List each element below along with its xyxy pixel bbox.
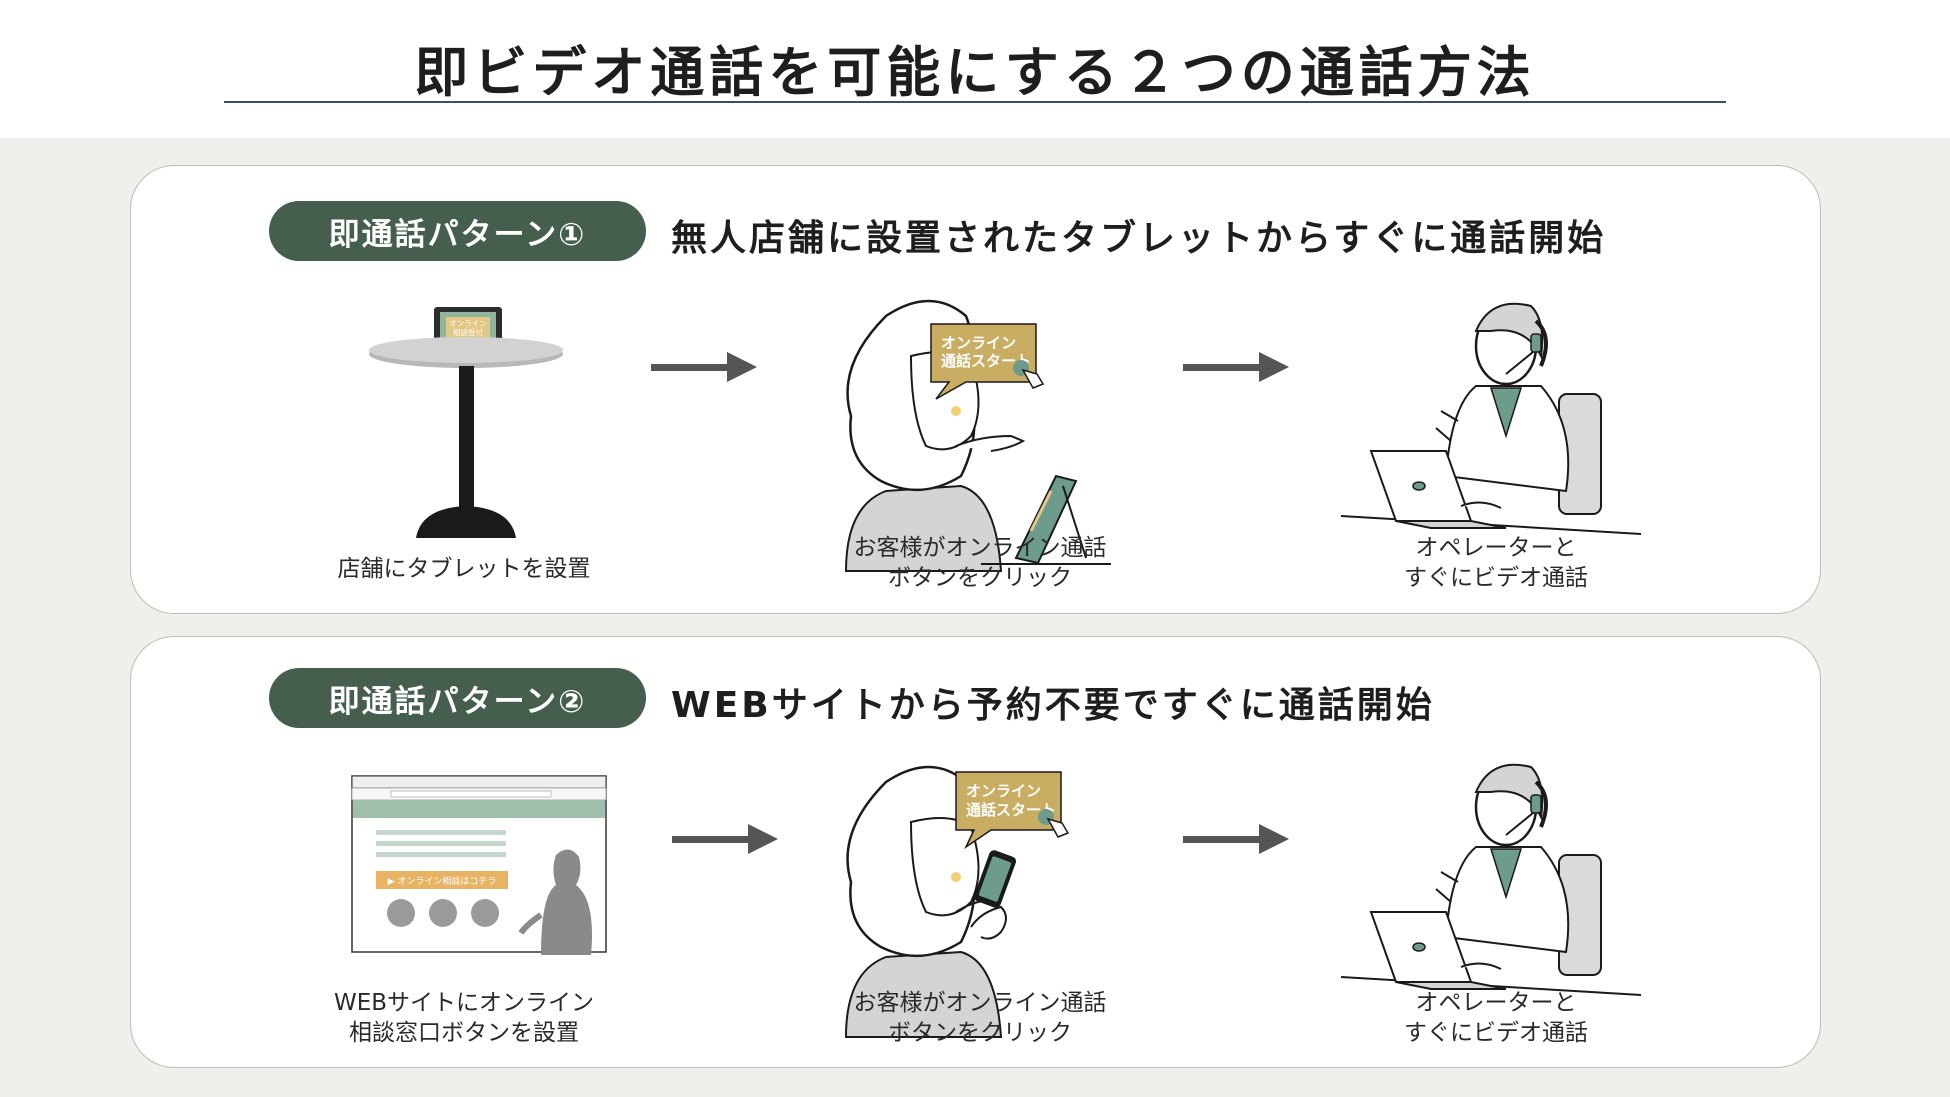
- menu-circle-3: [471, 899, 499, 927]
- customer-body: [844, 950, 1003, 1038]
- menu-circle-2: [429, 899, 457, 927]
- laptop-keyboard: [1395, 520, 1507, 529]
- flow-arrow-4: [1183, 824, 1289, 854]
- operator-shirt: [1489, 848, 1523, 900]
- pointer-hand-icon: [1046, 817, 1070, 838]
- pattern-1-step-1-caption: 店舗にタブレットを設置: [337, 556, 591, 582]
- pattern-1-headline: 無人店舗に設置されたタブレットからすぐに通話開始: [671, 218, 1607, 259]
- laptop-logo: [1412, 942, 1426, 952]
- tablet-button: [446, 317, 490, 339]
- site-header-bar: [353, 800, 605, 818]
- laptop-keyboard: [1395, 981, 1507, 990]
- operator-jacket: [1444, 385, 1570, 493]
- website-mockup-illustration: ▶ オンライン相談はコチラ: [351, 775, 607, 955]
- operator-jacket: [1444, 846, 1570, 954]
- table-leg: [459, 366, 474, 511]
- staff-silhouette: [541, 849, 592, 955]
- headset-icon: [1534, 780, 1548, 828]
- consultation-button[interactable]: [376, 871, 508, 889]
- stand-tablet: [1014, 474, 1078, 565]
- customer-hand: [970, 905, 1007, 940]
- pattern-1-step-3-caption: オペレーターと すぐにビデオ通話: [1404, 535, 1588, 591]
- title-underline: [224, 101, 1726, 103]
- bubble-text-1: オンライン: [966, 782, 1041, 800]
- customer-body: [844, 484, 1003, 572]
- pointer-hand-icon: [1021, 368, 1045, 389]
- customer-cheek: [951, 406, 961, 416]
- bubble-text-2: 通話スタート: [941, 352, 1031, 370]
- headset-icon: [1534, 319, 1548, 367]
- pattern-2-headline: WEBサイトから予約不要ですぐに通話開始: [671, 685, 1435, 726]
- operator-shirt: [1489, 387, 1523, 439]
- flow-arrow-1: [651, 352, 757, 382]
- table-top-surface: [369, 337, 563, 363]
- pattern-2-step-3-caption: オペレーターと すぐにビデオ通話: [1404, 990, 1588, 1046]
- operator-hands: [1460, 501, 1502, 509]
- speech-bubble: [930, 323, 1037, 400]
- tablet-stand: [1062, 485, 1087, 559]
- speech-bubble: [955, 771, 1062, 850]
- browser-title-bar: [351, 775, 607, 789]
- laptop-logo: [1412, 481, 1426, 491]
- consultation-button-label: ▶ オンライン相談はコチラ: [388, 875, 497, 887]
- flow-arrow-3: [672, 824, 778, 854]
- pattern-2-step-1-caption: WEBサイトにオンライン 相談窓口ボタンを設置: [333, 990, 595, 1046]
- customer-cheek: [951, 872, 961, 882]
- customer-face: [909, 817, 980, 917]
- pattern-1-label: 即通話パターン①: [269, 201, 646, 261]
- operator-video-call-illustration: [1341, 302, 1641, 535]
- bubble-text-2: 通話スタート: [966, 801, 1056, 819]
- flow-arrow-2: [1183, 352, 1289, 382]
- tablet-screen-text-1: オンライン: [449, 319, 487, 328]
- table-base: [416, 506, 516, 538]
- customer-clicking-tablet-illustration: オンライン 通話スタート: [844, 299, 1111, 572]
- menu-circle-1: [387, 899, 415, 927]
- operator-video-call-illustration: [1341, 763, 1641, 996]
- tablet-screen-text-2: 相談受付: [453, 327, 483, 337]
- tablet-on-table-illustration: オンライン 相談受付: [369, 307, 563, 538]
- pattern-2-label: 即通話パターン②: [269, 668, 646, 728]
- customer-hand: [955, 434, 1026, 452]
- customer-clicking-phone-illustration: オンライン 通話スタート: [844, 765, 1070, 1038]
- bubble-text-1: オンライン: [941, 334, 1016, 352]
- smartphone-screen: [978, 856, 1012, 902]
- operator-hands: [1460, 962, 1502, 970]
- page-title: 即ビデオ通話を可能にする２つの通話方法: [414, 41, 1536, 104]
- pattern-1-panel: 即通話パターン① 無人店舗に設置されたタブレットからすぐに通話開始 オンライン …: [130, 165, 1821, 614]
- pattern-2-panel: 即通話パターン② WEBサイトから予約不要ですぐに通話開始 ▶ オンライン相談は…: [130, 636, 1821, 1068]
- header: 即ビデオ通話を可能にする２つの通話方法: [0, 0, 1950, 138]
- pattern-2-step-2-caption: お客様がオンライン通話 ボタンをクリック: [853, 990, 1107, 1046]
- pattern-1-step-2-caption: お客様がオンライン通話 ボタンをクリック: [853, 535, 1107, 591]
